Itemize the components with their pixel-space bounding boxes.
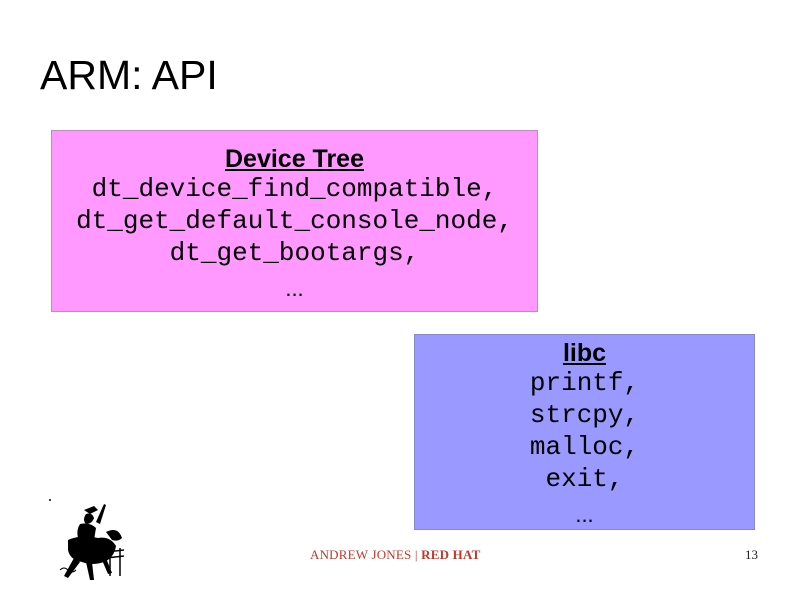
libc-heading: libc (562, 339, 607, 367)
device-tree-box: Device Tree dt_device_find_compatible, d… (51, 130, 538, 312)
page-number: 13 (745, 547, 758, 562)
footer-credit: ANDREW JONES | RED HAT (310, 547, 480, 563)
libc-ellipsis: ... (575, 502, 594, 527)
bucking-bronco-rider-icon (46, 496, 136, 586)
slide-title: ARM: API (40, 52, 218, 98)
libc-item: exit, (545, 464, 624, 494)
libc-item: printf, (529, 368, 640, 398)
device-tree-ellipsis: ... (285, 276, 304, 301)
footer-separator: | (411, 547, 422, 562)
device-tree-item: dt_get_default_console_node, (76, 206, 513, 236)
libc-box: libc printf, strcpy, malloc, exit, ... (414, 334, 755, 530)
libc-item: strcpy, (529, 400, 640, 430)
device-tree-item: dt_get_bootargs, (169, 238, 420, 268)
device-tree-heading: Device Tree (225, 145, 364, 173)
footer-company: RED HAT (421, 547, 481, 562)
libc-item: malloc, (529, 432, 640, 462)
footer-author: ANDREW JONES (310, 547, 412, 562)
device-tree-item: dt_device_find_compatible, (91, 174, 498, 204)
